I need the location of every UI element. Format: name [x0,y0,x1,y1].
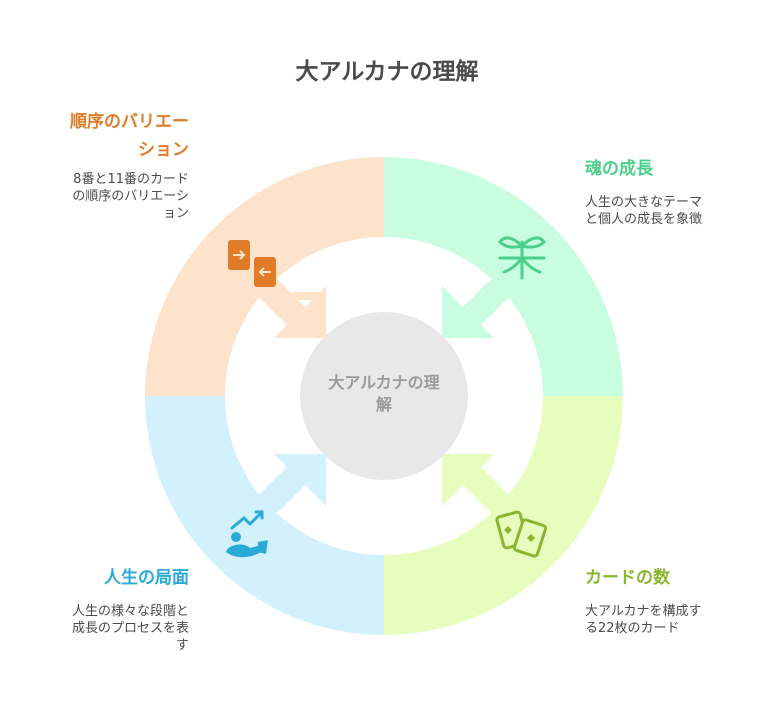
desc-variation: 8番と11番のカード の順序のバリエーシ ョン [72,172,189,221]
desc-phase: 人生の様々な段階と 成長のプロセスを表 す [71,604,189,653]
desc-growth: 人生の大きなテーマ と個人の成長を象徴 [585,195,703,227]
label-growth: 魂の成長 [585,159,653,179]
swap-cards-icon [228,240,276,287]
progress-person-icon [226,510,268,558]
center-label: 大アルカナの理 解 [328,373,440,414]
label-count: カードの数 [585,568,670,588]
arrow-growth [442,262,526,338]
center-circle [300,312,468,480]
desc-count: 大アルカナを構成す る22枚のカード [585,604,702,636]
cards-icon [495,510,548,558]
label-phase: 人生の局面 [104,568,189,588]
label-variation: 順序のバリエー ション [70,112,189,160]
diagram-title: 大アルカナの理解 [295,59,479,85]
sprout-icon [498,236,546,280]
arrow-count [442,454,526,530]
